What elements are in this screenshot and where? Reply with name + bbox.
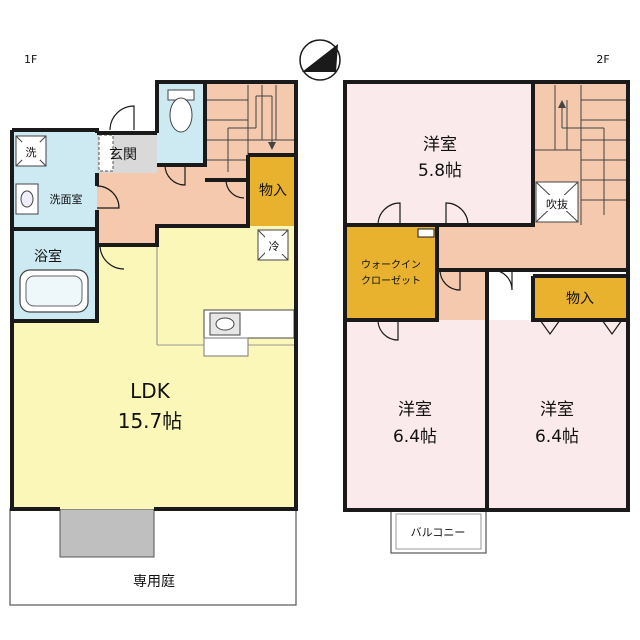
stairs-1f-arrow: [268, 142, 276, 150]
ldk-size: 15.7帖: [118, 409, 183, 433]
fridge-label: 冷: [269, 240, 280, 253]
washroom-label: 洗面室: [50, 192, 83, 206]
garden-tile: [59, 508, 155, 558]
room-2f-right-label: 洋室: [540, 400, 574, 420]
room-2f-left-size: 6.4帖: [393, 427, 437, 447]
balcony-label: バルコニー: [411, 526, 466, 539]
floor-1: 1F 専用庭 冷 LDK 15.7帖 浴室 洗: [9, 53, 298, 606]
walkin-label-1: ウォークイン: [361, 259, 421, 271]
garden-label: 専用庭: [133, 573, 175, 590]
stairs-2f-arrow: [558, 100, 566, 108]
bathroom-label: 浴室: [34, 248, 62, 265]
washer-label-bg: [22, 142, 40, 160]
room-2f-right: [487, 320, 628, 510]
walkin-label-2: クローゼット: [361, 275, 421, 287]
walls-2f: [343, 80, 630, 512]
hallway-2f: [437, 225, 628, 270]
storage-1f: [248, 155, 296, 226]
sink-bowl: [215, 317, 235, 331]
fukinuke-label: 吹抜: [546, 197, 568, 211]
room-2f-top-label: 洋室: [423, 135, 457, 155]
floor-2-label: 2F: [596, 53, 609, 66]
room-2f-left-label: 洋室: [398, 400, 432, 420]
wash-basin-bowl: [20, 190, 34, 208]
storage-2f-label: 物入: [566, 291, 594, 307]
stairs-2f-steps: [533, 85, 628, 225]
storage-2f: [533, 276, 628, 320]
kitchen-cabinet: [203, 337, 249, 357]
toilet-bowl: [169, 97, 193, 133]
balcony-inner: [395, 513, 482, 550]
floor-1-label: 1F: [24, 53, 37, 66]
bathtub-inner: [25, 275, 83, 307]
washer-label: 洗: [26, 146, 37, 159]
room-2f-left: [345, 320, 487, 510]
ldk-label: LDK: [130, 379, 171, 403]
north-arrow: [299, 39, 341, 81]
fridge-label-bg: [265, 236, 283, 254]
storage-1f-label: 物入: [259, 183, 287, 199]
walkin-door-box: [417, 228, 435, 238]
genkan-label: 玄関: [109, 146, 137, 163]
room-2f-top: [345, 82, 533, 225]
doors-1f: [96, 105, 245, 270]
room-2f-right-size: 6.4帖: [535, 427, 579, 447]
doors-2f: [377, 202, 623, 341]
walkin-closet: [345, 225, 437, 320]
floor-2: 2F バルコニー 洋室 5.8帖: [299, 39, 630, 554]
hallway-2f-landing: [437, 270, 489, 320]
fukinuke-label-bg: [540, 195, 574, 211]
room-2f-top-size: 5.8帖: [418, 161, 462, 181]
